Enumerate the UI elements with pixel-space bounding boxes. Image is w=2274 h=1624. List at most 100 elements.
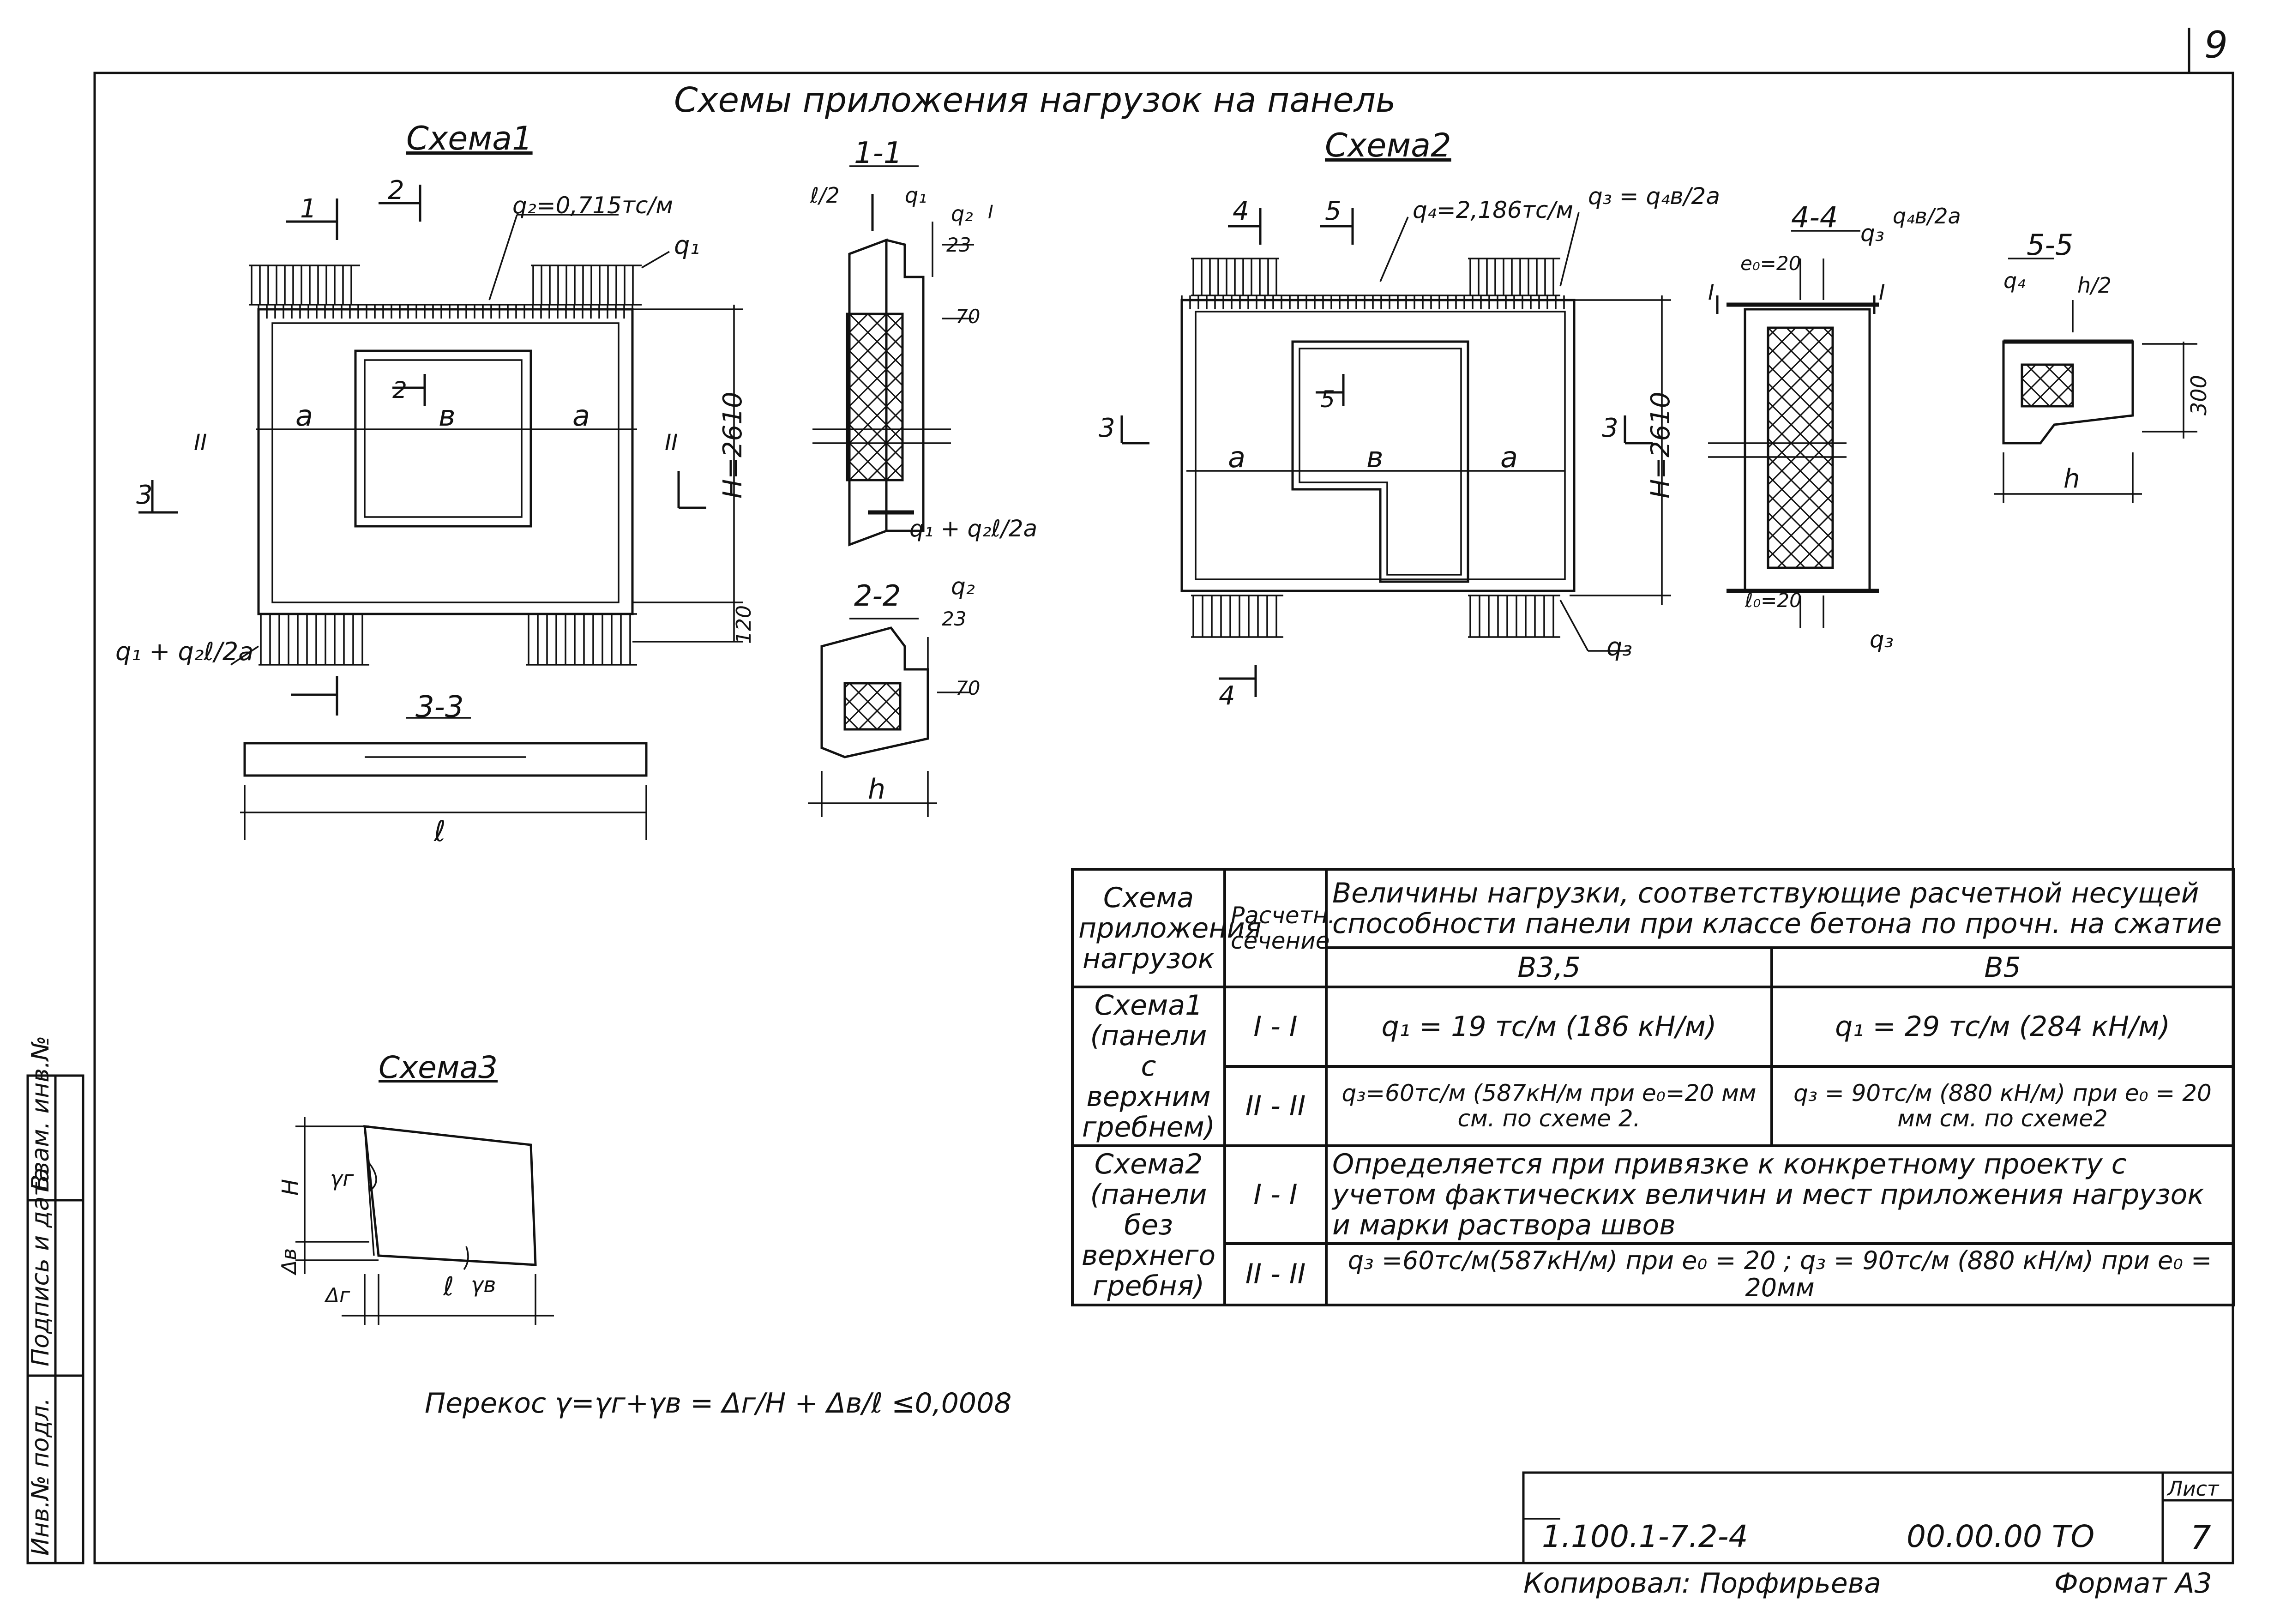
section-1-1-I: I <box>988 202 993 223</box>
row1-b35-sec1: q₁ = 19 тс/м (186 кН/м) <box>1325 986 1773 1068</box>
scheme2-section-4-bottom: 4 <box>1219 681 1235 711</box>
scheme2-dim-a-right: a <box>1500 440 1518 474</box>
stamp-format: Формат А3 <box>2054 1567 2212 1600</box>
section-1-1-title: 1-1 <box>854 136 902 170</box>
section-1-1-drawing <box>812 165 974 547</box>
scheme2-dim-a-left: a <box>1228 440 1245 474</box>
section-3-3-title: 3-3 <box>415 690 464 724</box>
section-3-3-drawing <box>240 717 648 840</box>
scheme1-dim-a-right: a <box>572 399 590 433</box>
section-2-2-h: h <box>868 773 886 806</box>
scheme1-q1-label: q₁ <box>674 231 700 260</box>
stamp-doc: 00.00.00 ТО <box>1907 1519 2095 1554</box>
frame-border <box>93 72 2234 1564</box>
scheme2-q4-label: q₄=2,186тс/м <box>1413 197 1573 223</box>
scheme2-q3-bottom-label: q₃ <box>1606 632 1632 662</box>
scheme3-H: H <box>277 1179 303 1196</box>
scheme2-section-3-left: 3 <box>1099 413 1115 443</box>
section-5-5-h: h <box>2063 464 2080 494</box>
header-b5: В5 <box>1770 946 2235 988</box>
scheme1-section-II-left: II <box>194 430 207 456</box>
section-1-1-70: 70 <box>956 305 981 328</box>
scheme3-l: ℓ <box>443 1272 454 1302</box>
section-5-5-drawing <box>1994 258 2197 503</box>
scheme2-section-5: 5 <box>1325 196 1342 226</box>
skew-formula: Перекос γ=γг+γв = Δг/H + Δв/ℓ ≤0,0008 <box>425 1387 1012 1419</box>
scheme2-q3-label: q₃ = q₄в/2a <box>1588 183 1721 210</box>
row2-sec1: I - I <box>1223 1144 1328 1245</box>
scheme3-title: Схема3 <box>379 1050 498 1085</box>
header-values: Величины нагрузки, соответствующие расче… <box>1325 868 2235 949</box>
scheme1-q1-bottom-label: q₁ + q₂ℓ/2a <box>115 637 254 666</box>
section-1-1-23: 23 <box>946 234 971 256</box>
margin-inv-label: Инв.№ подл. <box>27 1398 54 1556</box>
scheme2-section-3-right: 3 <box>1602 413 1618 443</box>
section-4-4-I-right: I <box>1879 280 1885 305</box>
section-2-2-23: 23 <box>942 607 967 630</box>
section-2-2-title: 2-2 <box>854 579 901 613</box>
scheme1-section-2-inner: 2 <box>392 377 407 403</box>
scheme2-title: Схема2 <box>1325 126 1451 164</box>
loads-table: Схема приложения нагрузок Расчетн. сечен… <box>1071 868 2235 1306</box>
row1-sec2: II - II <box>1223 1065 1328 1147</box>
scheme1-height-bottom-label: 120 <box>732 605 756 644</box>
section-5-5-300: 300 <box>2186 375 2211 415</box>
scheme1-dim-b: в <box>439 399 456 433</box>
scheme3-drawing <box>295 1117 554 1325</box>
scheme1-height-label: H=2610 <box>718 391 748 499</box>
section-4-4-I-left: I <box>1708 280 1715 305</box>
section-1-1-q2: q₂ <box>951 201 973 226</box>
stamp-code: 1.100.1-7.2-4 <box>1542 1519 1748 1554</box>
section-5-5-h-half: h/2 <box>2077 273 2112 298</box>
section-5-5-title: 5-5 <box>2027 228 2074 262</box>
margin-sign-label: Подпись и дата <box>27 1167 54 1366</box>
stamp-copied-by: Копировал: Порфирьева <box>1523 1567 1881 1600</box>
row1-scheme: Схема1 (панели с верхним гребнем) <box>1071 986 1226 1147</box>
row2-note: Определяется при привязке к конкретному … <box>1325 1144 2235 1245</box>
scheme1-section-1: 1 <box>300 194 317 224</box>
scheme1-section-2: 2 <box>388 175 404 205</box>
section-4-4-q3-bottom: q₃ <box>1870 626 1894 653</box>
scheme2-height-label: H=2610 <box>1646 391 1676 499</box>
header-scheme: Схема приложения нагрузок <box>1071 868 1262 988</box>
scheme1-dim-a-left: a <box>295 399 313 433</box>
left-margin-stamp: Инв.№ подл. Подпись и дата Взам. инв.№ <box>26 1035 84 1564</box>
scheme2-dim-b: в <box>1366 440 1384 474</box>
row2-scheme: Схема2 (панели без верхнего гребня) <box>1071 1144 1226 1306</box>
scheme1-q2-label: q₂=0,715тс/м <box>512 192 673 219</box>
row1-b35-sec2: q₃=60тс/м (587кН/м при e₀=20 мм см. по с… <box>1325 1065 1773 1147</box>
header-section: Расчетн. сечение <box>1223 868 1335 988</box>
row2-sec2: II - II <box>1223 1242 1328 1306</box>
row1-b5-sec1: q₁ = 29 тс/м (284 кН/м) <box>1770 986 2235 1068</box>
scheme1-section-3-left: 3 <box>136 480 153 510</box>
row1-sec1: I - I <box>1223 986 1328 1068</box>
section-3-3-length: ℓ <box>434 814 446 848</box>
section-1-1-bottom-load: q₁ + q₂ℓ/2a <box>909 515 1038 542</box>
scheme2-section-5-inner: 5 <box>1320 386 1335 413</box>
section-1-1-half: ℓ/2 <box>810 183 840 208</box>
scheme1-drawing <box>138 185 743 716</box>
section-2-2-70: 70 <box>956 677 981 699</box>
header-b35: В3,5 <box>1325 946 1773 988</box>
section-4-4-q3: q₃ <box>1860 220 1884 247</box>
scheme2-drawing <box>1120 208 1671 697</box>
section-5-5-q4: q₄ <box>2003 268 2026 293</box>
margin-replace-label: Взам. инв.№ <box>27 1035 54 1191</box>
stamp-sheet-number: 7 <box>2190 1519 2211 1557</box>
row2-bottom-values: q₃ =60тс/м(587кН/м) при e₀ = 20 ; q₃ = 9… <box>1325 1242 2235 1306</box>
scheme2-section-4: 4 <box>1233 196 1249 226</box>
scheme3-gamma-g: γг <box>330 1166 354 1191</box>
page-title: Схемы приложения нагрузок на панель <box>674 80 1396 120</box>
section-4-4-e0-top: e₀=20 <box>1740 252 1801 275</box>
scheme3-delta-g: Δг <box>325 1284 350 1307</box>
section-2-2-q2: q₂ <box>951 573 975 600</box>
title-block <box>1522 1471 2234 1564</box>
section-4-4-drawing <box>1708 230 1879 628</box>
section-4-4-title: 4-4 <box>1791 200 1838 234</box>
scheme1-title: Схема1 <box>406 120 533 157</box>
section-2-2-drawing <box>808 618 969 817</box>
scheme1-section-II-right: II <box>665 430 678 456</box>
scheme3-delta-v: Δв <box>277 1248 301 1274</box>
page-number: 9 <box>2204 24 2228 66</box>
